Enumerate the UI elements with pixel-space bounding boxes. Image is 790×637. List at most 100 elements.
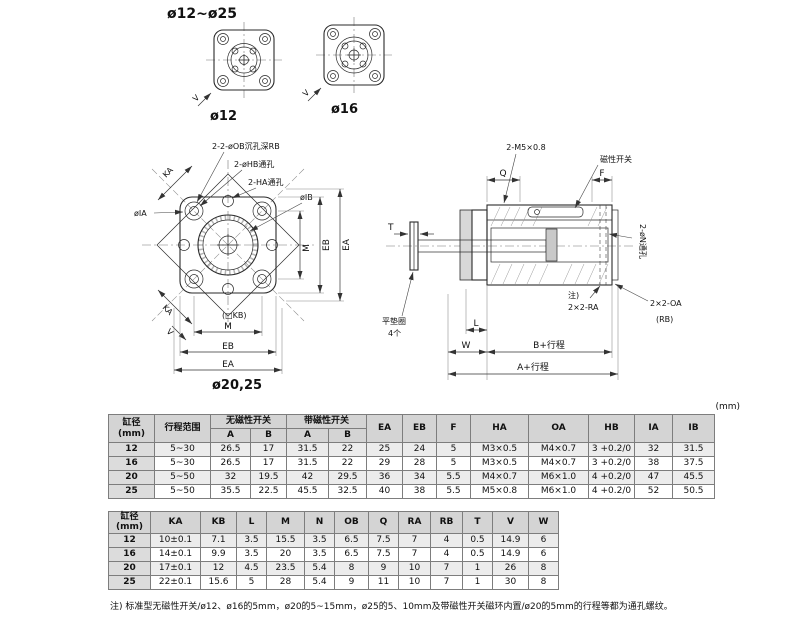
cylinder-body (459, 204, 619, 286)
table-cell: 5 (236, 574, 267, 590)
col-header-w: W (528, 511, 559, 534)
bore-dia-label: øIB (300, 193, 313, 202)
tapped-hole-leader (231, 187, 257, 199)
table-cell: 50.5 (672, 484, 715, 499)
table-cell: 5.5 (436, 470, 471, 485)
table-cell: 31.5 (672, 442, 715, 457)
flange-view-16: V (301, 17, 392, 102)
table-cell: 35.5 (210, 484, 251, 499)
table-cell: 52 (634, 484, 673, 499)
dimension-table-1: 缸径 (mm) 行程范围 无磁性开关 带磁性开关 EA EB F HA OA H… (108, 414, 715, 499)
table-cell: 9.9 (200, 546, 237, 562)
table-cell: M3×0.5 (470, 442, 529, 457)
col-header-kb: KB (200, 511, 237, 534)
table-cell: 6.5 (334, 546, 369, 562)
table-cell: 15.6 (200, 574, 237, 590)
bottom-dims: M EB EA (173, 296, 283, 374)
table-cell: 3.5 (304, 532, 335, 548)
col-header-ra: RA (398, 511, 431, 534)
table-cell: M4×0.7 (528, 442, 589, 457)
table-cell: 26.5 (210, 442, 251, 457)
table-cell: 20 (108, 470, 155, 485)
t-dim-label: T (387, 223, 394, 233)
col-header-m: M (266, 511, 305, 534)
col-header-bore: 缸径 (mm) (108, 511, 151, 534)
table-cell: 38 (634, 456, 673, 471)
table-cell: 3.5 (304, 546, 335, 562)
piston-rod-assembly (409, 221, 558, 271)
washer-label-1: 平垫圈 (382, 316, 406, 326)
counterbore-leader (196, 151, 225, 203)
washer-label-2: 4个 (388, 329, 401, 338)
footnote: 注) 标准型无磁性开关/ø12、ø16的5mm，ø20的5~15mm，ø25的5… (110, 602, 673, 612)
table-cell: 36 (366, 470, 403, 485)
table-cell: 25 (108, 484, 155, 499)
col-header-eb: EB (402, 414, 437, 443)
col-header-hb: HB (588, 414, 635, 443)
m-dim-label-v: M (302, 244, 312, 252)
table-cell: 37.5 (672, 456, 715, 471)
col-header-bore: 缸径 (mm) (108, 414, 155, 443)
corner-holes (184, 201, 272, 289)
flange-caption-12: ø12 (210, 109, 238, 124)
col-header-oa: OA (528, 414, 589, 443)
port-label: 2-M5×0.8 (506, 143, 545, 152)
table-cell: 7 (398, 532, 431, 548)
table-cell: M3×0.5 (470, 456, 529, 471)
switch-leader (574, 164, 599, 209)
table-cell: 7 (398, 546, 431, 562)
table-cell: 12 (200, 560, 237, 576)
table-cell: 0.5 (462, 532, 493, 548)
table-cell: M6×1.0 (528, 470, 589, 485)
v-dim-label: V (165, 327, 176, 338)
col-header-v: V (492, 511, 529, 534)
table-cell: 12 (108, 532, 151, 548)
m-dim-label: M (224, 322, 232, 332)
col-header-ib: IB (672, 414, 715, 443)
table-cell: 7 (430, 574, 463, 590)
table-cell: 5.4 (304, 560, 335, 576)
b-stroke-dim-label: B+行程 (533, 339, 565, 351)
table-cell: 22 (328, 456, 367, 471)
table-cell: 7.1 (200, 532, 237, 548)
table-cell: 26 (492, 560, 529, 576)
table-cell: 5 (436, 442, 471, 457)
t-dim: T (387, 223, 434, 237)
table-cell: 8 (334, 560, 369, 576)
right-dims: M EB EA (278, 188, 352, 302)
table-cell: 5 (436, 456, 471, 471)
table-cell: 16 (108, 546, 151, 562)
table-cell: M6×1.0 (528, 484, 589, 499)
table-cell: 32 (634, 442, 673, 457)
oa-label: 2×2-OA (650, 299, 682, 308)
washer-leader (401, 271, 414, 317)
table-cell: 30 (492, 574, 529, 590)
table-cell: 5~30 (154, 442, 211, 457)
ea-dim-label: EA (222, 360, 235, 370)
l-dim-label: L (473, 319, 478, 329)
table-cell: 1 (462, 560, 493, 576)
table-cell: 12 (108, 442, 155, 457)
n-hole-leader (608, 232, 633, 239)
ia-leader (153, 209, 184, 215)
center-bore (197, 214, 259, 276)
table-cell: 34 (402, 470, 437, 485)
table-cell: 45.5 (672, 470, 715, 485)
table-cell: 5~50 (154, 484, 211, 499)
w-dim-label: W (462, 341, 471, 351)
table-cell: 8 (528, 574, 559, 590)
front-view-caption: ø20,25 (212, 378, 262, 393)
col-header-f: F (436, 414, 471, 443)
table-cell: 14±0.1 (150, 546, 201, 562)
table-cell: 10 (398, 560, 431, 576)
table-cell: 5~30 (154, 456, 211, 471)
side-view-drawing: 2-M5×0.8 磁性开关 Q F T 2-øN通孔 2×2-OA (RB) 注… (382, 143, 682, 380)
flange-body (213, 29, 275, 91)
v-dim-line (197, 92, 212, 107)
table-cell: 14.9 (492, 546, 529, 562)
center-assembly (227, 43, 261, 77)
table-cell: M4×0.7 (470, 470, 529, 485)
eb-dim-label: EB (222, 342, 234, 352)
